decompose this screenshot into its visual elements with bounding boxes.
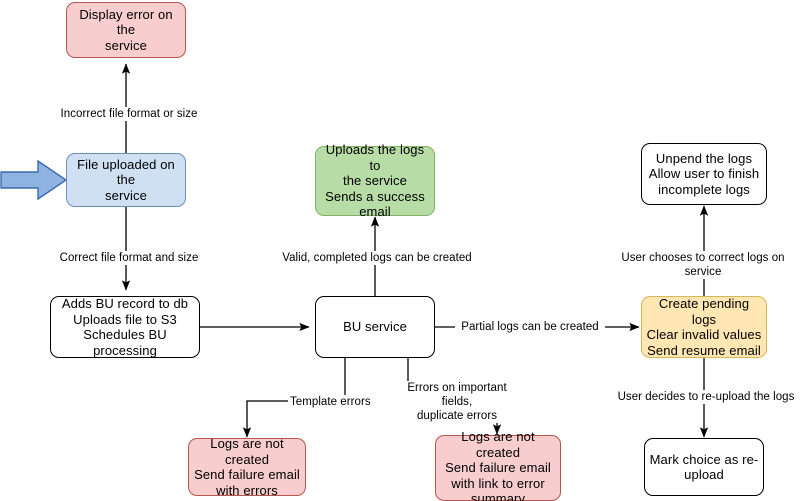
edge-label-errors-on-important-fields: Errors on important fields, duplicate er…: [391, 381, 523, 423]
node-logs-not-created-with-link[interactable]: Logs are not created Send failure email …: [435, 429, 561, 501]
node-logs-not-created-with-errors[interactable]: Logs are not created Send failure email …: [188, 436, 306, 498]
node-bu-service[interactable]: BU service: [315, 296, 435, 358]
edge-label-correct-file-format: Correct file format and size: [57, 251, 201, 265]
edge-label-user-decides-to-reupload: User decides to re-upload the logs: [610, 390, 801, 404]
node-adds-bu-record-to-db[interactable]: Adds BU record to db Uploads file to S3 …: [50, 296, 200, 358]
edge-label-valid-completed-logs: Valid, completed logs can be created: [277, 251, 477, 265]
edge-label-template-errors: Template errors: [288, 395, 384, 409]
edge-label-incorrect-file-format: Incorrect file format or size: [57, 107, 201, 121]
node-display-error[interactable]: Display error on the service: [66, 2, 186, 58]
edge-label-user-chooses-to-correct-logs: User chooses to correct logs on service: [601, 251, 801, 279]
node-mark-choice-as-re-upload[interactable]: Mark choice as re- upload: [644, 438, 764, 496]
node-uploads-the-logs-to-the-service[interactable]: Uploads the logs to the service Sends a …: [315, 142, 435, 219]
node-file-uploaded-on-the-service[interactable]: File uploaded on the service: [66, 153, 186, 207]
node-unpend-the-logs[interactable]: Unpend the logs Allow user to finish inc…: [641, 143, 767, 205]
edge-label-partial-logs: Partial logs can be created: [455, 320, 605, 334]
node-create-pending-logs[interactable]: Create pending logs Clear invalid values…: [641, 296, 767, 358]
entry-block-arrow: [0, 159, 68, 201]
